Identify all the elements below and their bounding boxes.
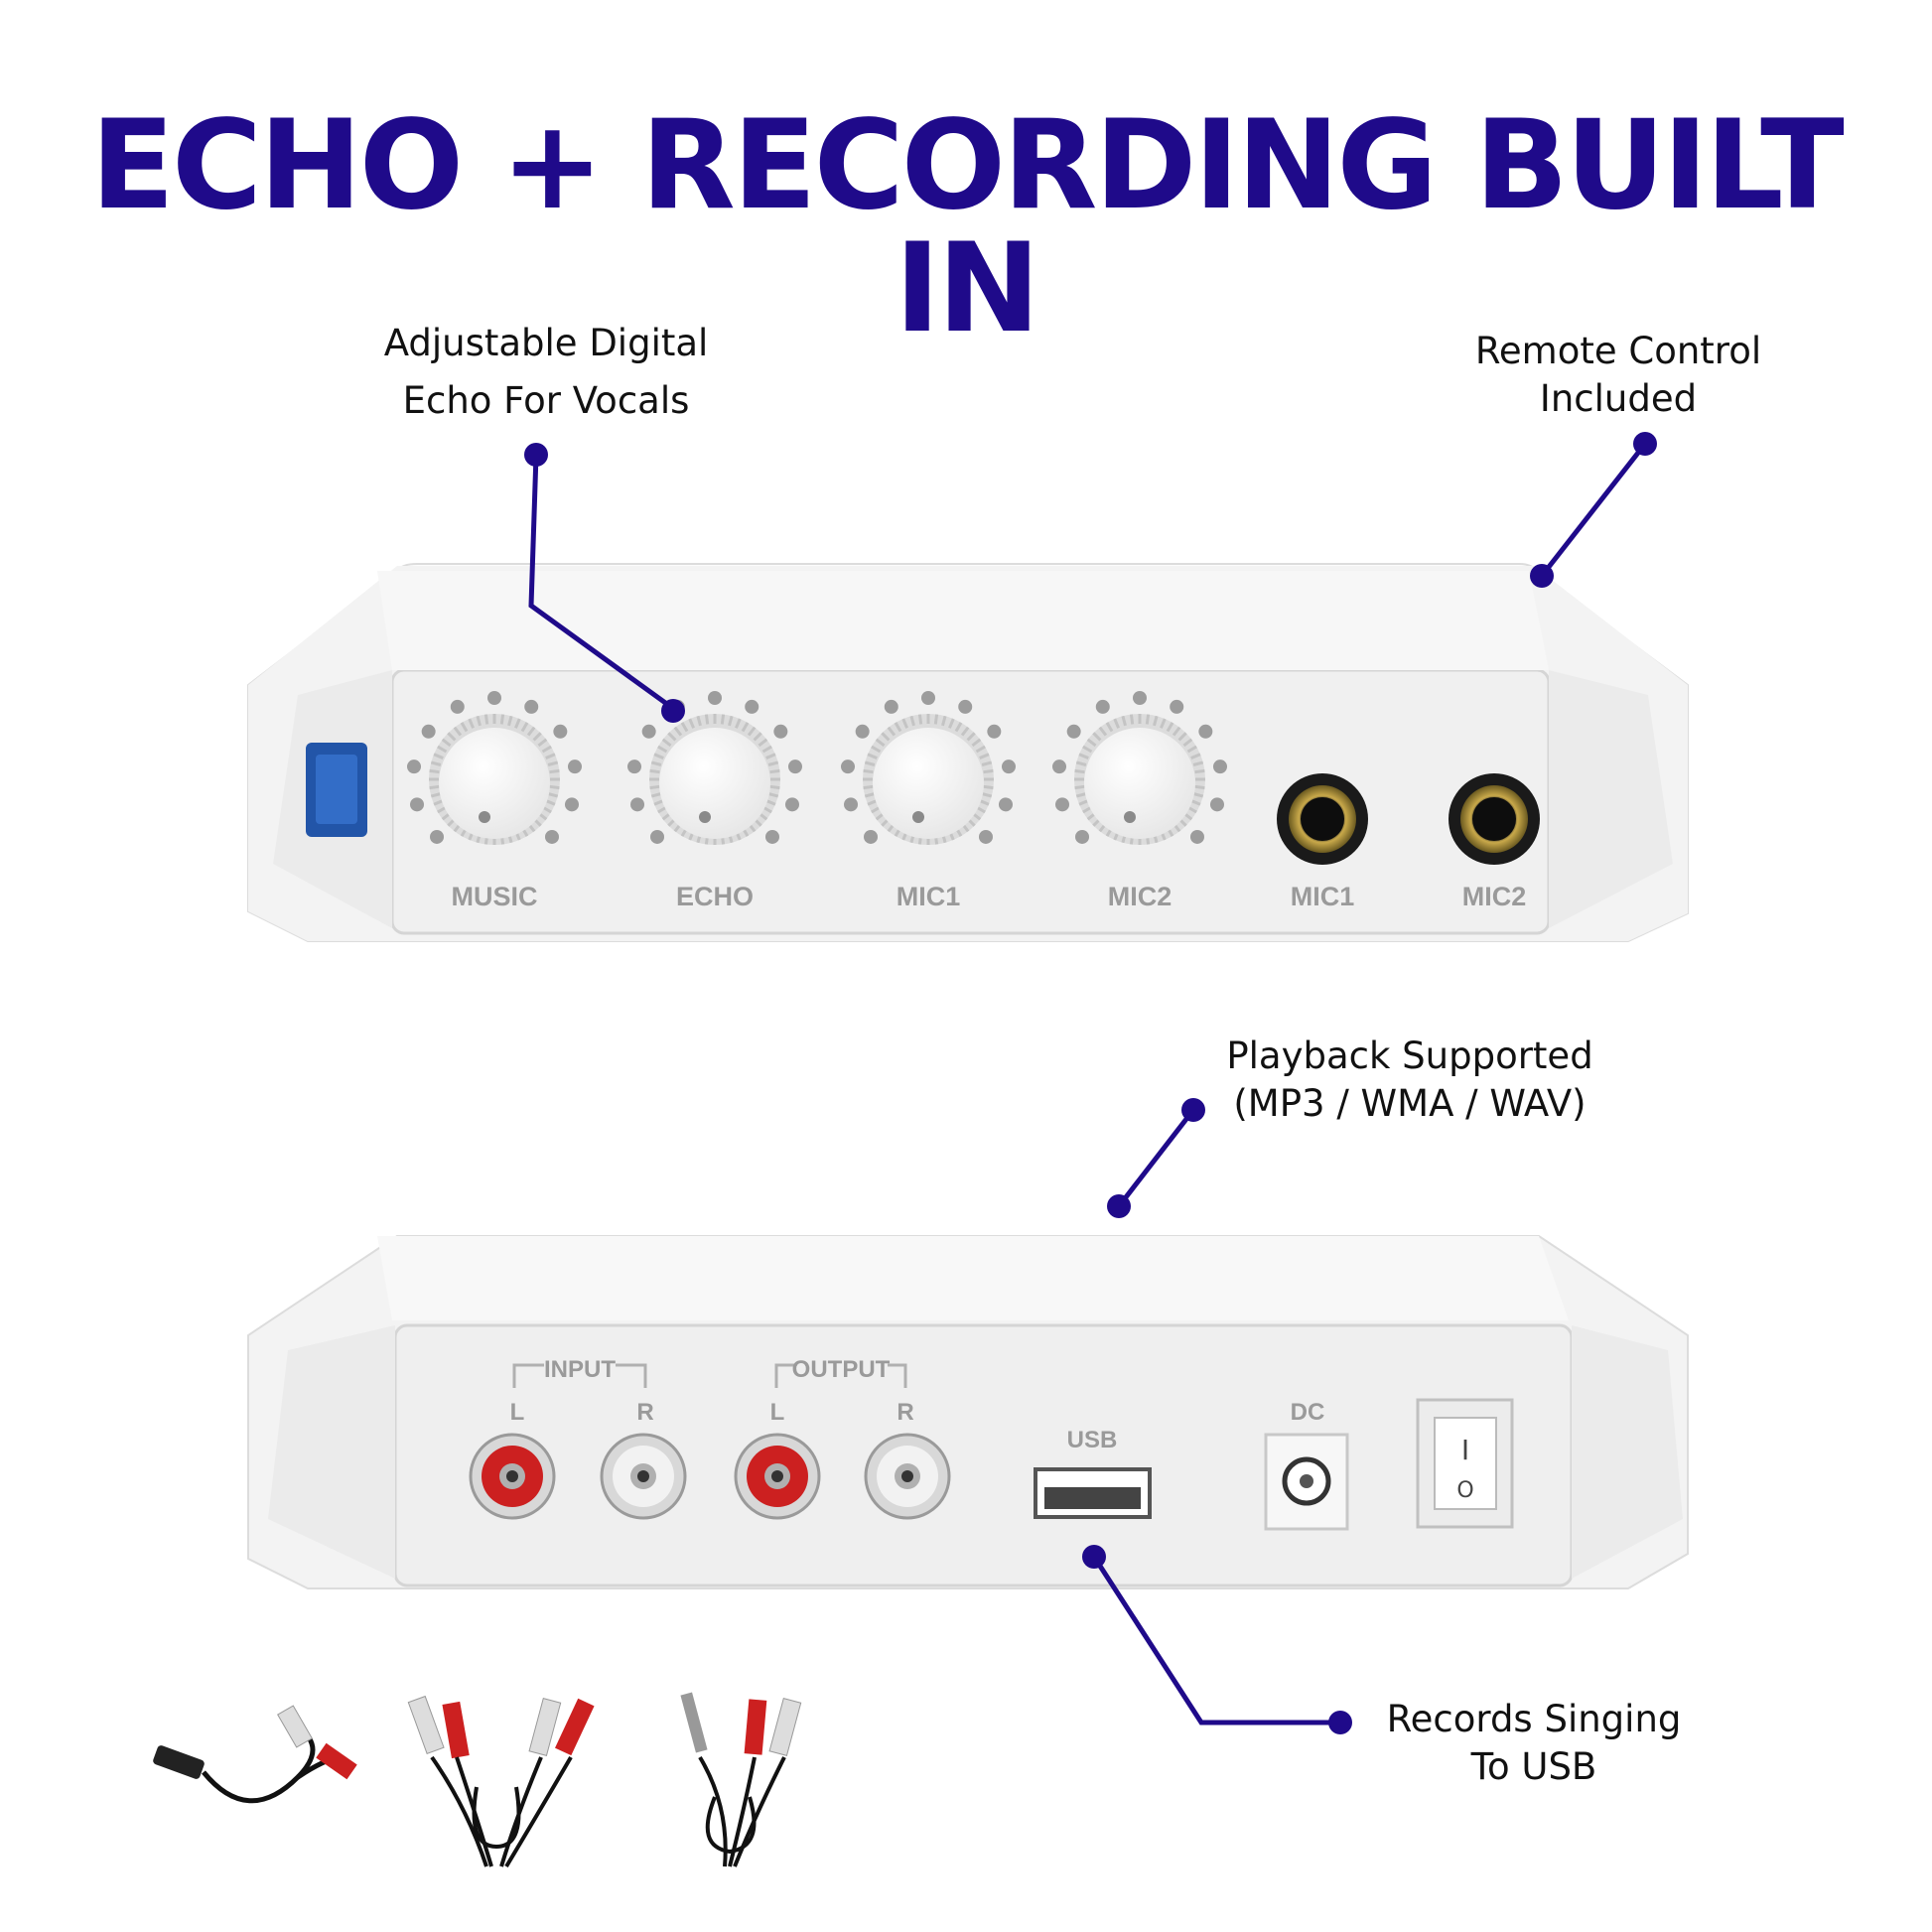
back-device: INPUT OUTPUT L R L R USB DC: [247, 1235, 1689, 1589]
knob-label: MIC1: [897, 882, 961, 911]
input-right-label: R: [636, 1399, 653, 1426]
leader-echo: [524, 443, 685, 723]
switch-off-mark: O: [1456, 1478, 1473, 1503]
knob-label: MUSIC: [452, 882, 538, 911]
output-label: OUTPUT: [792, 1356, 891, 1383]
front-jacks: MIC1 MIC2: [1277, 773, 1540, 911]
callout-playback: Playback Supported (MP3 / WMA / WAV): [1211, 1033, 1608, 1128]
output-right-label: R: [897, 1399, 913, 1426]
rca-output-left: [734, 1433, 821, 1520]
front-knobs: MUSIC ECHO MIC1 MIC2: [407, 691, 1227, 911]
callout-echo-line1: Adjustable Digital: [383, 322, 709, 364]
rca-output-right: [864, 1433, 951, 1520]
rca-cable-pair: [407, 1695, 595, 1868]
switch-on-mark: I: [1461, 1434, 1469, 1466]
input-left-label: L: [510, 1399, 525, 1426]
knob-label: MIC2: [1108, 882, 1173, 911]
callout-remote-line1: Remote Control: [1474, 330, 1762, 372]
stereo-to-rca-cable: [680, 1692, 802, 1867]
output-left-label: L: [770, 1399, 785, 1426]
dc-power-jack: [1264, 1433, 1349, 1531]
jack-label: MIC2: [1462, 882, 1527, 911]
callout-usb: Records Singing To USB: [1370, 1696, 1698, 1791]
callout-usb-line2: To USB: [1470, 1745, 1597, 1788]
callout-remote: Remote Control Included: [1449, 328, 1787, 423]
mic-jack-2[interactable]: MIC2: [1449, 773, 1540, 911]
usb-port: [1034, 1467, 1152, 1519]
adapter-cable: [153, 1705, 357, 1804]
headline: ECHO + RECORDING BUILT IN: [90, 94, 1844, 360]
knob-mic2[interactable]: MIC2: [1052, 691, 1227, 911]
knob-echo[interactable]: ECHO: [627, 691, 802, 911]
callout-remote-line2: Included: [1539, 377, 1698, 420]
input-label: INPUT: [544, 1356, 616, 1383]
rca-input-right: [600, 1433, 687, 1520]
callout-echo: Adjustable Digital Echo For Vocals: [377, 320, 715, 425]
callout-usb-line1: Records Singing: [1386, 1698, 1682, 1740]
rca-input-left: [469, 1433, 556, 1520]
dc-label: DC: [1291, 1399, 1325, 1426]
knob-label: ECHO: [676, 882, 754, 911]
usb-label: USB: [1067, 1427, 1118, 1453]
callout-echo-line2: Echo For Vocals: [402, 379, 690, 422]
mic-jack-1[interactable]: MIC1: [1277, 773, 1368, 911]
callout-playback-line2: (MP3 / WMA / WAV): [1233, 1082, 1587, 1125]
leader-playback: [1107, 1098, 1205, 1218]
leader-usb: [1082, 1545, 1352, 1734]
leader-remote: [1530, 432, 1657, 588]
power-switch[interactable]: I O: [1416, 1398, 1514, 1529]
knob-music[interactable]: MUSIC: [407, 691, 582, 911]
jack-label: MIC1: [1291, 882, 1355, 911]
callout-playback-line1: Playback Supported: [1226, 1035, 1593, 1077]
knob-mic1[interactable]: MIC1: [841, 691, 1016, 911]
